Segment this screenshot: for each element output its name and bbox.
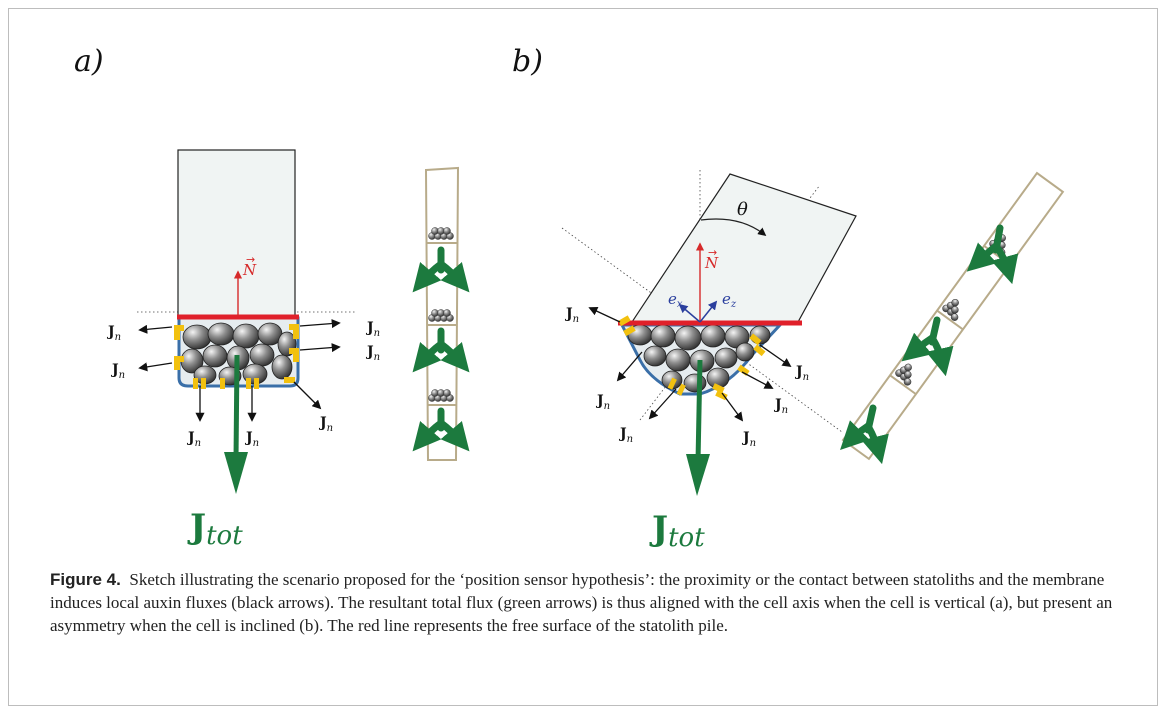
panel-a-cell: N → Jn <box>106 149 380 551</box>
figure-frame <box>8 8 1158 706</box>
normal-vector-arrow-b: → <box>708 246 717 259</box>
angle-theta-label: θ <box>737 199 748 220</box>
statolith-pile-b <box>627 324 771 393</box>
svg-text:Jn: Jn <box>110 362 125 381</box>
normal-vector-arrow-a: → <box>246 253 255 266</box>
normal-vector-label-b: N <box>704 254 719 272</box>
total-flux-label-a: Jtot <box>187 507 243 551</box>
svg-text:Jn: Jn <box>186 430 201 449</box>
tissue-column-a <box>412 166 470 461</box>
svg-text:Jn: Jn <box>773 397 788 416</box>
panel-label-a: a) <box>74 44 104 79</box>
flux-labels-a: Jn Jn Jn Jn Jn Jn Jn <box>106 320 380 449</box>
svg-text:Jn: Jn <box>741 430 756 449</box>
basis-ex-label: ex <box>668 290 683 310</box>
membrane-sensors-a <box>174 324 299 389</box>
svg-text:Jn: Jn <box>106 324 121 343</box>
caption-label: Figure 4. <box>50 570 121 589</box>
svg-text:Jn: Jn <box>318 415 333 434</box>
total-flux-label-b: Jtot <box>649 509 705 553</box>
flux-labels-b: Jn Jn Jn Jn Jn Jn <box>564 306 809 449</box>
tissue-column-b <box>840 171 1065 465</box>
panel-b-cell: θ N → ex ez <box>561 170 857 553</box>
panel-label-b: b) <box>512 44 543 79</box>
svg-text:Jn: Jn <box>794 364 809 383</box>
svg-text:Jn: Jn <box>365 320 380 339</box>
svg-text:Jn: Jn <box>595 393 610 412</box>
caption-text: Sketch illustrating the scenario propose… <box>50 570 1113 635</box>
figure-caption: Figure 4. Sketch illustrating the scenar… <box>50 568 1120 637</box>
membrane-sensors-b <box>618 315 766 401</box>
svg-text:Jn: Jn <box>365 344 380 363</box>
normal-vector-label-a: N <box>242 261 257 279</box>
basis-ez-label: ez <box>722 290 737 310</box>
svg-text:Jn: Jn <box>244 430 259 449</box>
svg-text:Jn: Jn <box>564 306 579 325</box>
svg-text:Jn: Jn <box>618 426 633 445</box>
